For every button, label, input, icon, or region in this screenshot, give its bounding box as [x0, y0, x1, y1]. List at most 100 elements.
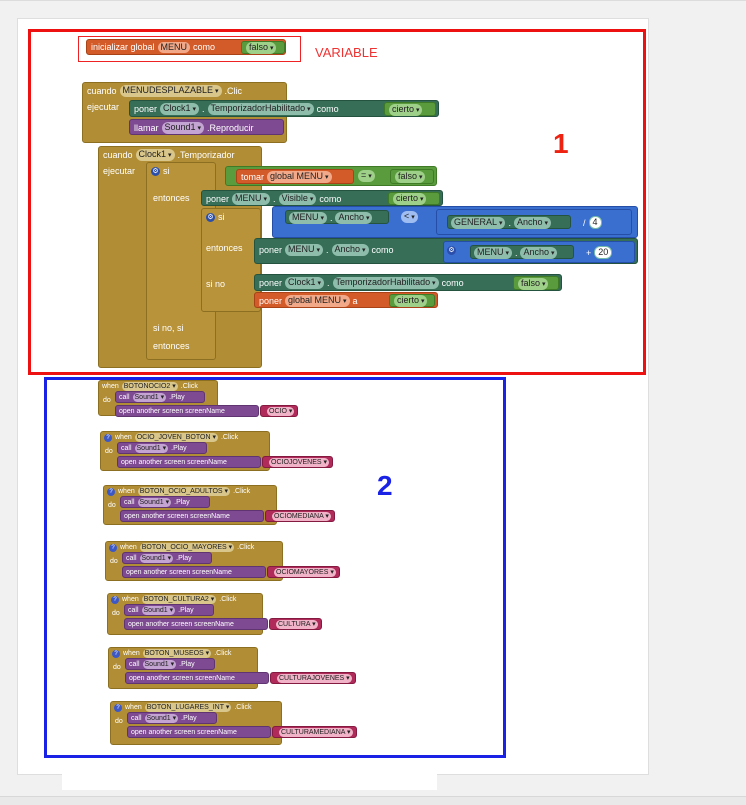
inner-compare-block[interactable]: MENU . Ancho < GENERAL . Ancho / 4	[272, 206, 638, 238]
ev2-comp[interactable]: MENU	[232, 193, 270, 205]
init-value[interactable]: falso	[246, 42, 277, 54]
inner-num[interactable]: 4	[588, 216, 602, 229]
ev2-component[interactable]: Clock1	[135, 149, 175, 161]
else1-comp[interactable]: Clock1	[285, 277, 325, 289]
handler-sound[interactable]: Sound1	[142, 660, 177, 669]
handler-screen-text-block[interactable]: OCIOMEDIANA	[265, 510, 335, 522]
then-set-ancho-block[interactable]: poner MENU . Ancho como ⚙ MENU . Ancho +…	[254, 238, 638, 264]
handler-call-sound-block[interactable]: call Sound1 .Play	[122, 552, 212, 564]
ev2-set-visible-block[interactable]: poner MENU . Visible como cierto	[201, 190, 443, 206]
ev2-op[interactable]: =	[358, 170, 375, 182]
init-var-name[interactable]: MENU	[157, 41, 191, 53]
else-set-timer-block[interactable]: poner Clock1 . TemporizadorHabilitado co…	[254, 274, 562, 291]
inner-comp[interactable]: MENU	[289, 212, 327, 224]
ev1-set-timer-block[interactable]: poner Clock1 . TemporizadorHabilitado co…	[129, 100, 439, 117]
then-prop[interactable]: Ancho	[331, 244, 369, 256]
handler-button[interactable]: BOTON_LUGARES_INT	[144, 703, 232, 712]
ev1-component[interactable]: MENUDESPLAZABLE	[119, 85, 222, 97]
handler-sound[interactable]: Sound1	[134, 444, 169, 453]
handler-screen[interactable]: OCIOMAYORES	[274, 567, 336, 577]
ev1-val[interactable]: cierto	[389, 104, 423, 116]
inner-prop2[interactable]: Ancho	[514, 217, 551, 229]
handler-call-sound-block[interactable]: call Sound1 .Play	[127, 712, 217, 724]
handler-open-screen-block[interactable]: open another screen screenName	[127, 726, 271, 738]
ev2-var[interactable]: global MENU	[267, 171, 332, 183]
help-icon[interactable]: ?	[114, 703, 122, 712]
handler-open-screen-block[interactable]: open another screen screenName	[125, 672, 269, 684]
then-num[interactable]: 20	[594, 246, 613, 259]
handler-call-sound-block[interactable]: call Sound1 .Play	[117, 442, 207, 454]
handler-button[interactable]: BOTONOCIO2	[121, 382, 178, 391]
ev1-prop[interactable]: TemporizadorHabilitado	[207, 103, 314, 115]
handler-button[interactable]: BOTON_OCIO_ADULTOS	[137, 487, 231, 496]
handler-button[interactable]: BOTON_OCIO_MAYORES	[139, 543, 235, 552]
handler-call-sound-block[interactable]: call Sound1 .Play	[120, 496, 210, 508]
ev1-call-sound-block[interactable]: llamar Sound1 .Reproducir	[129, 119, 284, 135]
ev1-comp[interactable]: Clock1	[160, 103, 200, 115]
then-get-ancho-block[interactable]: MENU . Ancho	[470, 245, 574, 259]
handler-screen[interactable]: CULTURAJOVENES	[277, 673, 352, 683]
inner-op[interactable]: <	[401, 211, 418, 223]
handler-screen[interactable]: CULTURAMEDIANA	[279, 727, 353, 737]
handler-open-screen-block[interactable]: open another screen screenName	[117, 456, 261, 468]
inner-get-ancho-block[interactable]: MENU . Ancho	[285, 210, 389, 224]
else2-val[interactable]: cierto	[394, 295, 428, 307]
handler-screen-text-block[interactable]: OCIOJOVENES	[262, 456, 334, 468]
else1-val[interactable]: falso	[518, 278, 549, 290]
handler-screen-text-block[interactable]: CULTURA	[269, 618, 322, 630]
handler-screen-text-block[interactable]: OCIOMAYORES	[267, 566, 340, 578]
inner-prop[interactable]: Ancho	[335, 212, 373, 224]
else-set-global-block[interactable]: poner global MENU a cierto	[254, 292, 438, 308]
ev2-visible-true-block[interactable]: cierto	[388, 192, 440, 205]
then-comp[interactable]: MENU	[285, 244, 323, 256]
bottom-scrollbar[interactable]	[0, 796, 746, 805]
else1-false-block[interactable]: falso	[513, 276, 559, 290]
then-add-block[interactable]: ⚙ MENU . Ancho + 20	[443, 241, 635, 263]
init-global-block[interactable]: inicializar global MENU como falso	[86, 39, 286, 55]
handler-open-screen-block[interactable]: open another screen screenName	[122, 566, 266, 578]
ev2-get-var-block[interactable]: tomar global MENU	[236, 169, 354, 184]
init-value-block[interactable]: falso	[241, 41, 285, 54]
handler-screen[interactable]: OCIOJOVENES	[269, 457, 330, 467]
gear-icon[interactable]: ⚙	[151, 166, 160, 176]
gear-icon[interactable]: ⚙	[447, 246, 456, 255]
inner-comp2[interactable]: GENERAL	[451, 217, 506, 229]
help-icon[interactable]: ?	[104, 433, 112, 442]
help-icon[interactable]: ?	[112, 649, 120, 658]
inner-get-general-block[interactable]: GENERAL . Ancho	[447, 215, 571, 229]
handler-screen[interactable]: OCIO	[267, 406, 295, 416]
else2-var[interactable]: global MENU	[285, 295, 350, 307]
ev1-sound[interactable]: Sound1	[161, 122, 205, 134]
help-icon[interactable]: ?	[111, 595, 119, 604]
handler-sound[interactable]: Sound1	[139, 554, 174, 563]
handler-screen[interactable]: CULTURA	[276, 619, 318, 629]
handler-screen-text-block[interactable]: CULTURAMEDIANA	[272, 726, 357, 738]
handler-screen-text-block[interactable]: OCIO	[260, 405, 299, 417]
inner-divide-block[interactable]: GENERAL . Ancho / 4	[436, 209, 632, 235]
inner-if-block[interactable]: ⚙ si entonces si no	[201, 208, 261, 312]
handler-button[interactable]: BOTON_CULTURA2	[141, 595, 217, 604]
handler-open-screen-block[interactable]: open another screen screenName	[124, 618, 268, 630]
ev2-cond-val[interactable]: falso	[395, 171, 426, 183]
handler-call-sound-block[interactable]: call Sound1 .Play	[124, 604, 214, 616]
handler-sound[interactable]: Sound1	[141, 606, 176, 615]
else1-prop[interactable]: TemporizadorHabilitado	[332, 277, 439, 289]
handler-call-sound-block[interactable]: call Sound1 .Play	[115, 391, 205, 403]
help-icon[interactable]: ?	[109, 543, 117, 552]
handler-open-screen-block[interactable]: open another screen screenName	[120, 510, 264, 522]
handler-screen-text-block[interactable]: CULTURAJOVENES	[270, 672, 356, 684]
handler-sound[interactable]: Sound1	[137, 498, 172, 507]
gear-icon[interactable]: ⚙	[206, 212, 215, 222]
handler-sound[interactable]: Sound1	[144, 714, 179, 723]
handler-button[interactable]: OCIO_JOVEN_BOTON	[134, 433, 218, 442]
ev2-false-block[interactable]: falso	[390, 169, 434, 184]
then-comp2[interactable]: MENU	[474, 247, 512, 259]
ev1-true-block[interactable]: cierto	[384, 102, 436, 116]
help-icon[interactable]: ?	[107, 487, 115, 496]
ev2-prop[interactable]: Visible	[278, 193, 317, 205]
else2-true-block[interactable]: cierto	[389, 294, 435, 307]
handler-screen[interactable]: OCIOMEDIANA	[272, 511, 331, 521]
handler-call-sound-block[interactable]: call Sound1 .Play	[125, 658, 215, 670]
then-prop2[interactable]: Ancho	[520, 247, 558, 259]
handler-button[interactable]: BOTON_MUSEOS	[142, 649, 212, 658]
